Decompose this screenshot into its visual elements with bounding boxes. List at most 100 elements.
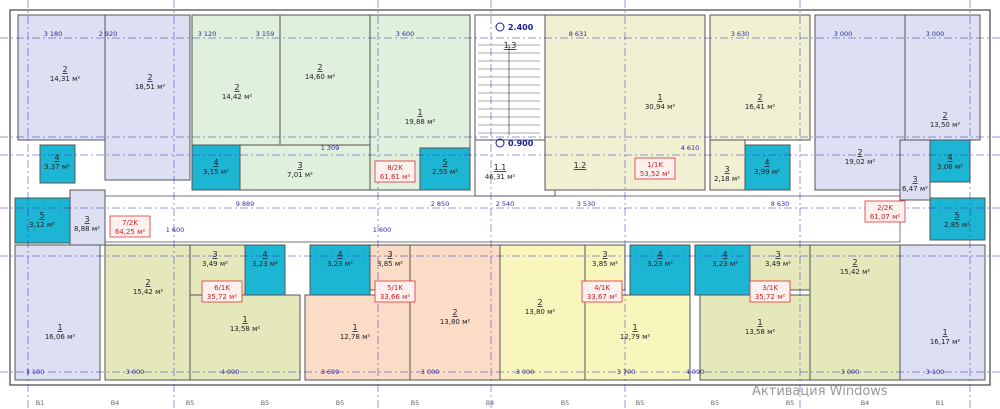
room-number: 3 bbox=[297, 161, 302, 170]
room-area bbox=[499, 244, 586, 381]
room-number: 1.3 bbox=[504, 41, 517, 50]
room-area-label: 15,42 м² bbox=[840, 268, 871, 276]
corridor bbox=[104, 195, 901, 243]
room-number: 2 bbox=[942, 111, 947, 120]
apartment-tag-box bbox=[374, 280, 416, 303]
room-number: 2 bbox=[147, 73, 152, 82]
room: 213,80 м² bbox=[440, 308, 471, 326]
room-area-label: 3,85 м² bbox=[377, 260, 403, 268]
room-area-label: 13,58 м² bbox=[745, 328, 776, 336]
room-area-label: 2,55 м² bbox=[432, 168, 458, 176]
room-number: 3 bbox=[775, 250, 780, 259]
room: 116,17 м² bbox=[930, 328, 961, 346]
room-area-label: 15,42 м² bbox=[133, 288, 164, 296]
room-number: 1 bbox=[417, 108, 422, 117]
room-number: 1 bbox=[757, 318, 762, 327]
room-area-label: 3,37 м² bbox=[44, 163, 70, 171]
dimension-label: 3 180 bbox=[44, 30, 63, 38]
dimension-label: 3 700 bbox=[617, 368, 636, 376]
dimension-label: 3 699 bbox=[321, 368, 340, 376]
room-number: 3 bbox=[724, 165, 729, 174]
room-area-label: 3,12 м² bbox=[29, 221, 55, 229]
axis-label: В5 bbox=[786, 399, 795, 407]
apartment-area: 35,72 м² bbox=[755, 293, 786, 301]
room-number: 4 bbox=[337, 250, 342, 259]
room: 43,23 м² bbox=[252, 250, 278, 268]
room-area-label: 19,02 м² bbox=[845, 158, 876, 166]
apartment-area: 33,67 м² bbox=[587, 293, 618, 301]
apartment-code: 8/2K bbox=[387, 164, 403, 172]
room: 43,37 м² bbox=[44, 153, 70, 171]
room-area-label: 12,78 м² bbox=[340, 333, 371, 341]
room-number: 3 bbox=[912, 175, 917, 184]
room-area-label: 16,17 м² bbox=[930, 338, 961, 346]
room-area-label: 6,47 м² bbox=[902, 185, 928, 193]
elevation-marker-icon bbox=[495, 22, 505, 32]
room-area bbox=[809, 244, 901, 381]
room-number: 4 bbox=[54, 153, 59, 162]
room: 37,01 м² bbox=[287, 161, 313, 179]
room: 214,31 м² bbox=[50, 65, 81, 83]
apartment-tag-box bbox=[374, 160, 416, 183]
room: 214,60 м² bbox=[305, 63, 336, 81]
axis-label: В5 bbox=[186, 399, 195, 407]
room-area bbox=[814, 14, 906, 191]
apartment-tag-box bbox=[864, 200, 906, 223]
room-number: 4 bbox=[262, 250, 267, 259]
room: 52,85 м² bbox=[944, 211, 970, 229]
room-number: 2 bbox=[857, 148, 862, 157]
room-area bbox=[904, 14, 981, 141]
room: 112,78 м² bbox=[340, 323, 371, 341]
dimension-label: 1 600 bbox=[373, 226, 392, 234]
room: 112,79 м² bbox=[620, 323, 651, 341]
room: 53,12 м² bbox=[29, 211, 55, 229]
room-area-label: 30,94 м² bbox=[645, 103, 676, 111]
room-area bbox=[14, 244, 101, 381]
apartment-code: 3/1K bbox=[762, 284, 778, 292]
room-number: 2 bbox=[145, 278, 150, 287]
elevation-marker-icon bbox=[495, 138, 505, 148]
room-number: 2 bbox=[537, 298, 542, 307]
room: 113,58 м² bbox=[230, 315, 261, 333]
room-number: 3 bbox=[84, 215, 89, 224]
room-number: 5 bbox=[39, 211, 44, 220]
room: 33,85 м² bbox=[377, 250, 403, 268]
dimension-label: 8 631 bbox=[569, 30, 588, 38]
room-area bbox=[304, 294, 411, 381]
apartment-tag-box bbox=[581, 280, 623, 303]
dimension-label: 3 530 bbox=[577, 200, 596, 208]
room-area bbox=[244, 244, 286, 296]
apartment-tag-box bbox=[201, 280, 243, 303]
apartment-code: 4/1K bbox=[594, 284, 610, 292]
room-area bbox=[409, 244, 501, 381]
axis-label: В1 bbox=[936, 399, 945, 407]
dimension-label: 3 000 bbox=[126, 368, 145, 376]
room-area-label: 2,18 м² bbox=[714, 175, 740, 183]
room-area-label: 3,06 м² bbox=[937, 163, 963, 171]
room-area-label: 18,51 м² bbox=[135, 83, 166, 91]
axis-label: В4 bbox=[861, 399, 870, 407]
dimension-label: 4 090 bbox=[686, 368, 705, 376]
apartment-area: 33,66 м² bbox=[380, 293, 411, 301]
apartment-code: 6/1K bbox=[214, 284, 230, 292]
room-area-label: 8,88 м² bbox=[74, 225, 100, 233]
dimension-label: 2 540 bbox=[496, 200, 515, 208]
room-area bbox=[39, 144, 76, 184]
room: 1.3 bbox=[504, 41, 517, 50]
apartment-code: 5/1K bbox=[387, 284, 403, 292]
room: 116,06 м² bbox=[45, 323, 76, 341]
room: 215,42 м² bbox=[133, 278, 164, 296]
apartment-code: 2/2K bbox=[877, 204, 893, 212]
room-area bbox=[709, 14, 811, 141]
room-number: 1.1 bbox=[494, 163, 507, 172]
room-area-label: 3,23 м² bbox=[252, 260, 278, 268]
room-number: 3 bbox=[602, 250, 607, 259]
room-area bbox=[17, 14, 106, 141]
